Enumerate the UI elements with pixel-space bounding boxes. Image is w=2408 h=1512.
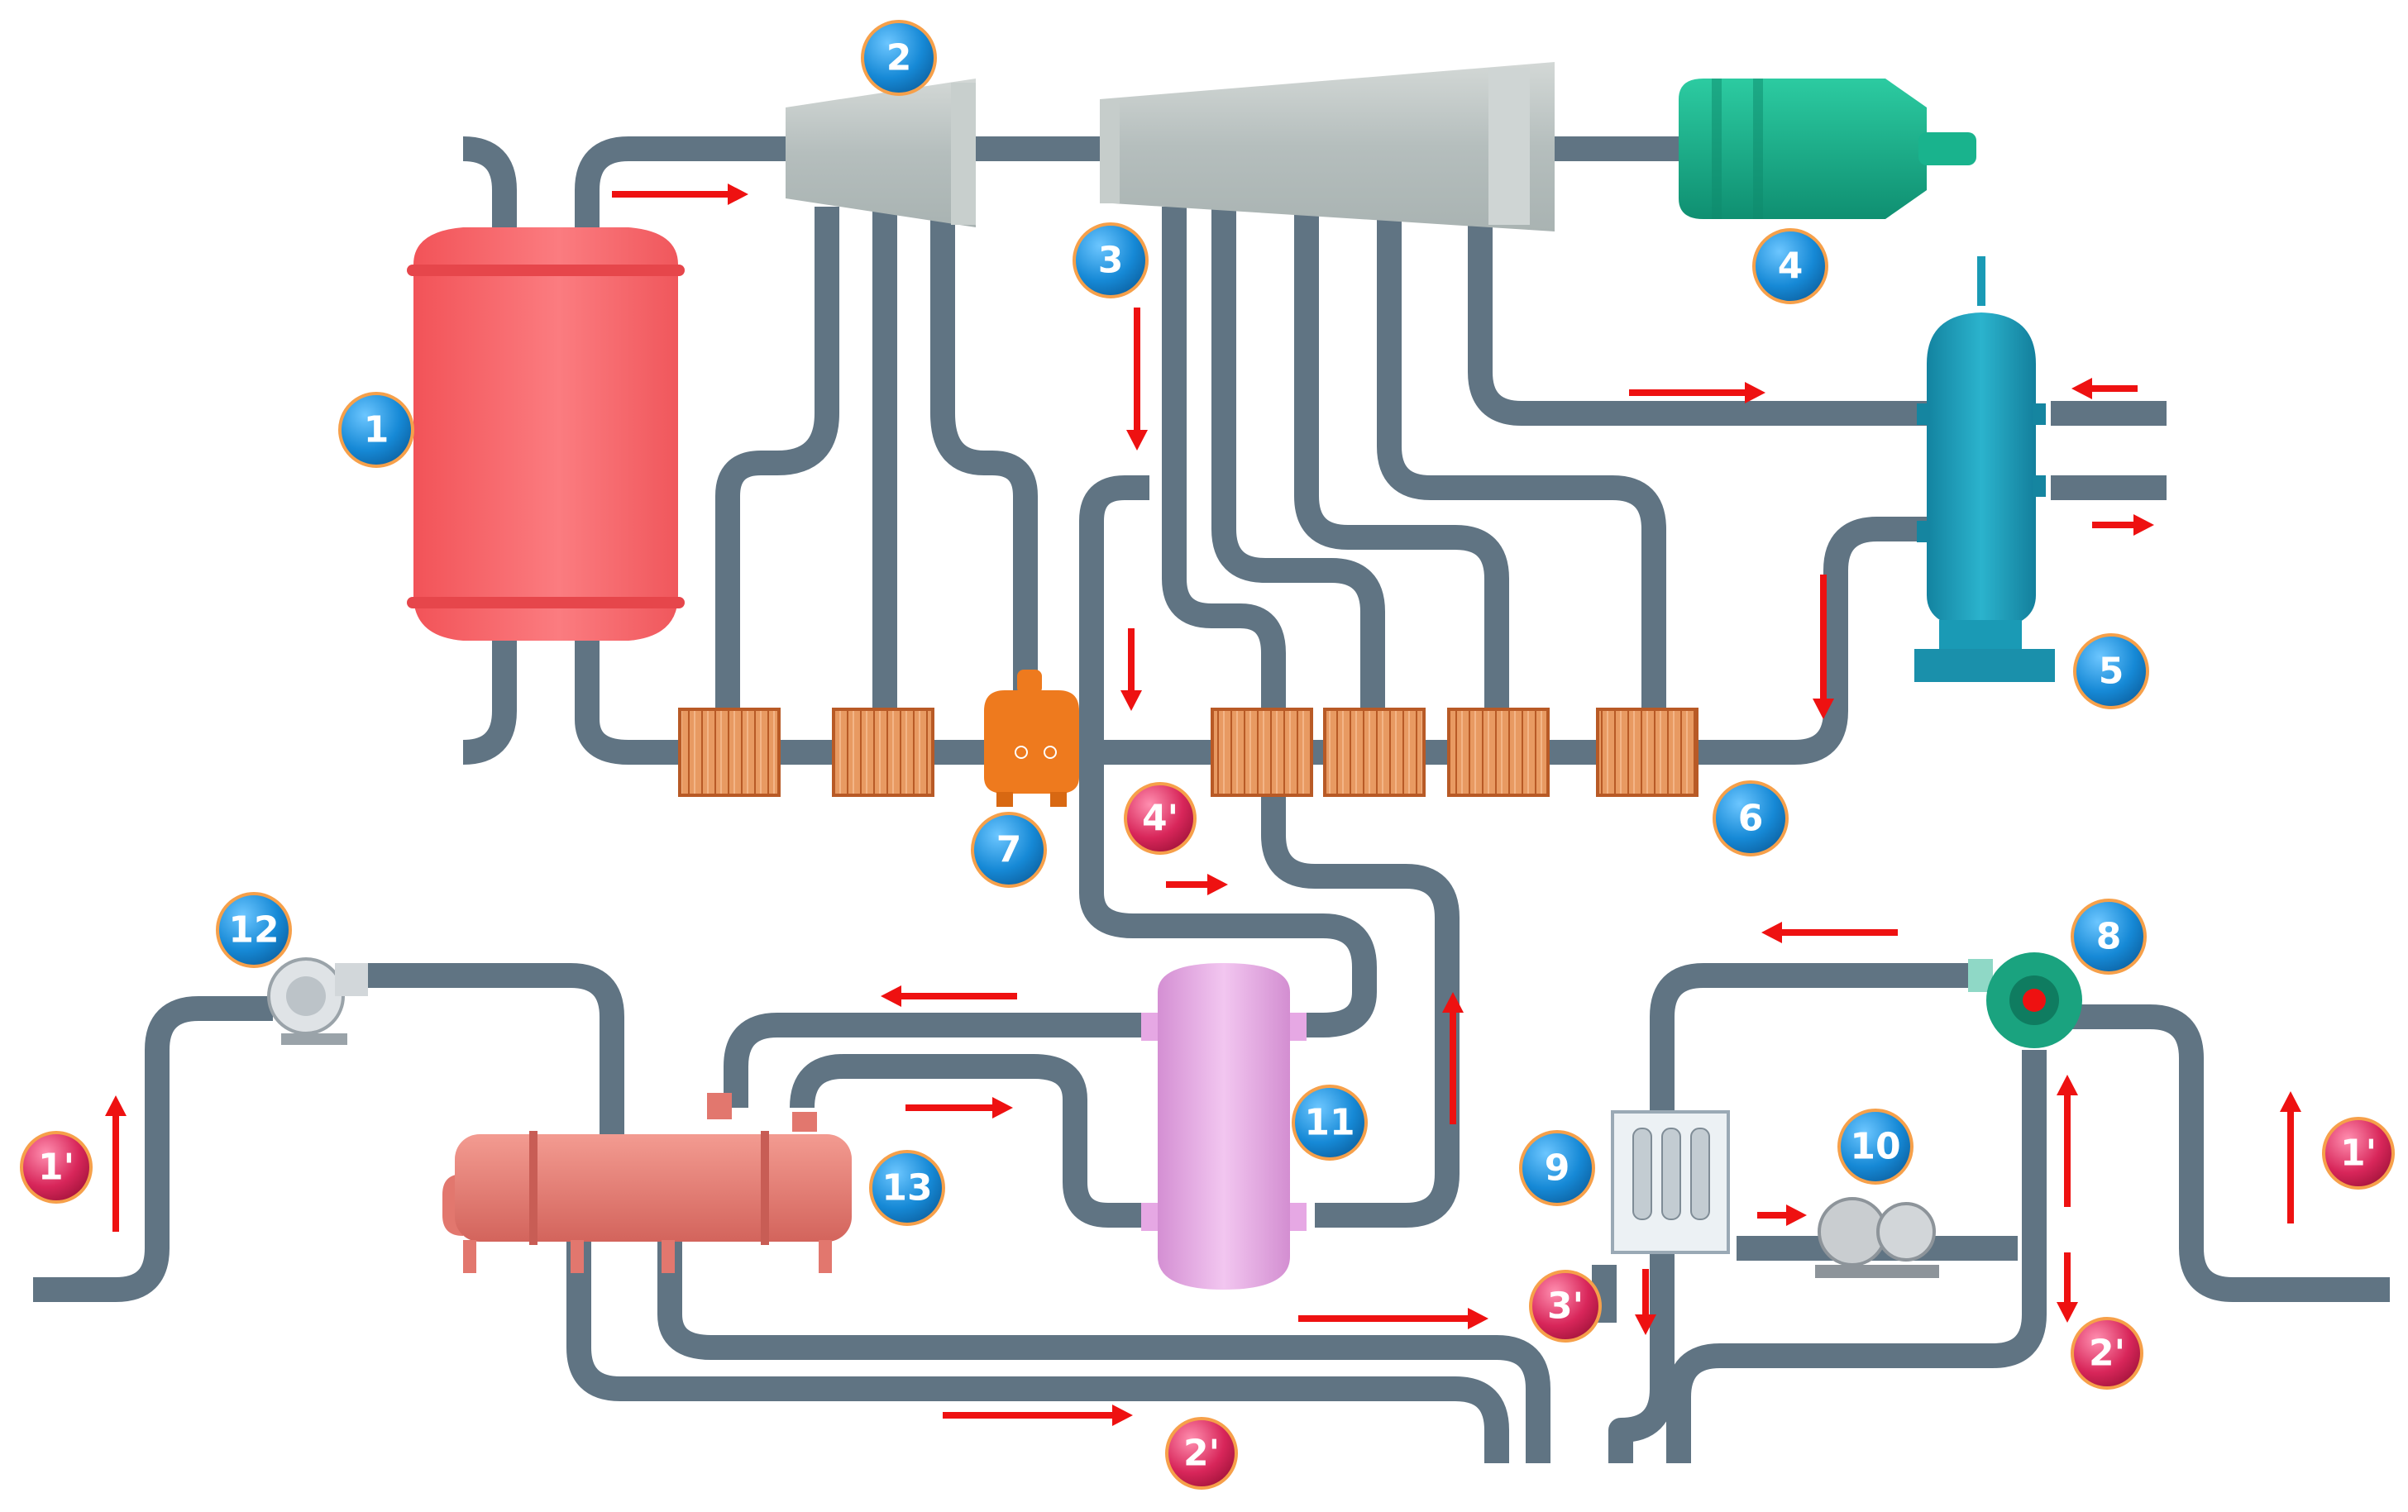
svg-text:3: 3 xyxy=(1098,240,1124,282)
arrow-up-3 xyxy=(2057,1075,2078,1207)
badge-3-prime: 3' xyxy=(1529,1270,1602,1343)
svg-text:11: 11 xyxy=(1304,1102,1354,1144)
boiler-drum xyxy=(407,227,685,641)
heat-exchanger xyxy=(1141,963,1307,1290)
badge-2: 2 xyxy=(861,20,937,96)
arrow-right-8 xyxy=(1757,1204,1807,1226)
badge-1-prime-right: 1' xyxy=(2322,1117,2395,1190)
svg-text:2': 2' xyxy=(1183,1433,1220,1475)
svg-text:6: 6 xyxy=(1738,798,1764,840)
svg-text:5: 5 xyxy=(2099,651,2124,693)
feed-pump xyxy=(984,670,1079,807)
badge-13: 13 xyxy=(869,1150,945,1226)
pipes xyxy=(33,136,2390,1463)
arrow-right-7 xyxy=(943,1405,1133,1426)
svg-text:12: 12 xyxy=(228,909,279,952)
flow-arrows xyxy=(105,184,2301,1426)
badges: 1 2 3 4 5 6 7 8 9 10 11 12 13 1' 1' 2' 2… xyxy=(20,20,2395,1490)
badge-2-prime-bottom: 2' xyxy=(1165,1417,1238,1490)
svg-text:13: 13 xyxy=(882,1167,932,1209)
badge-9: 9 xyxy=(1519,1130,1595,1206)
arrow-down-1 xyxy=(1126,308,1148,451)
condenser xyxy=(442,1093,852,1273)
badge-7: 7 xyxy=(971,812,1047,888)
svg-text:2': 2' xyxy=(2089,1333,2125,1375)
svg-text:1: 1 xyxy=(364,409,389,451)
badge-4: 4 xyxy=(1752,228,1828,304)
generator xyxy=(1679,79,1976,219)
svg-text:1': 1' xyxy=(2340,1133,2377,1175)
badge-5: 5 xyxy=(2073,633,2149,709)
arrow-down-5 xyxy=(2057,1252,2078,1323)
arrow-right-3 xyxy=(2092,514,2154,536)
pump-unit xyxy=(1815,1197,1939,1278)
lp-turbine xyxy=(1100,62,1555,231)
svg-text:10: 10 xyxy=(1850,1126,1900,1168)
arrow-right-6 xyxy=(1298,1308,1488,1329)
badge-4-prime: 4' xyxy=(1124,782,1197,855)
arrow-right-5 xyxy=(905,1097,1013,1118)
badge-6: 6 xyxy=(1713,780,1789,856)
arrow-left-2 xyxy=(1761,922,1898,943)
svg-text:8: 8 xyxy=(2096,916,2122,958)
badge-11: 11 xyxy=(1292,1085,1368,1161)
badge-8: 8 xyxy=(2071,899,2147,975)
arrow-right-1 xyxy=(612,184,748,205)
arrow-left-3 xyxy=(881,985,1017,1007)
arrow-down-4 xyxy=(1635,1269,1656,1335)
badge-12: 12 xyxy=(216,892,292,968)
badge-3: 3 xyxy=(1073,222,1149,298)
arrow-up-4 xyxy=(2280,1091,2301,1223)
svg-text:7: 7 xyxy=(996,829,1022,871)
arrow-down-2 xyxy=(1120,628,1142,711)
svg-text:9: 9 xyxy=(1545,1147,1570,1190)
blower xyxy=(267,957,368,1045)
badge-2-prime-right: 2' xyxy=(2071,1317,2143,1390)
circulating-pump xyxy=(1968,952,2082,1048)
svg-text:4': 4' xyxy=(1142,798,1178,840)
arrow-left-1 xyxy=(2071,378,2138,399)
badge-1: 1 xyxy=(338,392,414,468)
badge-10: 10 xyxy=(1837,1109,1913,1185)
feedwater-heaters xyxy=(678,708,1698,797)
arrow-down-3 xyxy=(1813,575,1834,719)
arrow-up-2 xyxy=(1442,992,1464,1124)
deaerator xyxy=(1914,256,2055,682)
svg-text:1': 1' xyxy=(38,1147,74,1189)
svg-text:3': 3' xyxy=(1547,1285,1584,1328)
arrow-up-1 xyxy=(105,1095,127,1232)
arrow-right-2 xyxy=(1629,382,1765,403)
svg-text:4: 4 xyxy=(1778,246,1804,288)
svg-text:2: 2 xyxy=(886,37,912,79)
hp-turbine xyxy=(786,79,976,227)
filter-unit xyxy=(1611,1110,1730,1254)
badge-1-prime-left: 1' xyxy=(20,1131,93,1204)
arrow-right-4 xyxy=(1166,874,1228,895)
